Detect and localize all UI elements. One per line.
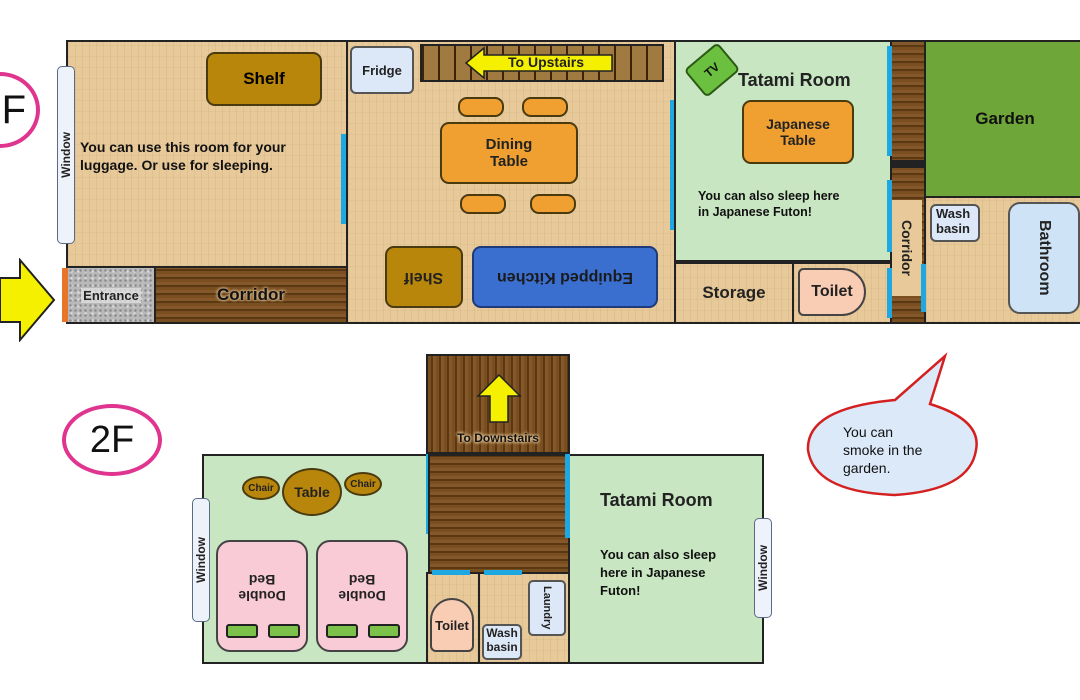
speech-bubble-text: You can smoke in the garden. (843, 424, 923, 476)
toilet-1f: Toilet (798, 268, 866, 316)
double-bed-label: Double Bed (238, 572, 286, 604)
double-bed: Double Bed (216, 540, 308, 652)
table-2f: Table (282, 468, 342, 516)
stairs-up-label: To Upstairs (508, 54, 584, 70)
corridor-side-label-wrap: Corridor (892, 200, 922, 296)
storage-room: Storage (674, 262, 794, 324)
entrance: Entrance (66, 266, 156, 324)
stairs-down-label: To Downstairs (457, 431, 539, 445)
stairs-down-arrow-icon (476, 374, 522, 423)
door-tatami-corridor-lower (887, 180, 892, 252)
door-washroom-2f (484, 570, 522, 575)
tatami-room-2f-note: You can also sleep here in Japanese Futo… (600, 547, 717, 598)
luggage-room-note: You can use this room for your luggage. … (80, 139, 286, 173)
wash-basin-1f: Wash basin (930, 204, 980, 242)
window-2f-right: Window (754, 518, 772, 618)
tatami-room-1f-title: Tatami Room (738, 70, 851, 90)
japanese-table: Japanese Table (742, 100, 854, 164)
shelf-luggage-room: Shelf (206, 52, 322, 106)
entrance-arrow-icon (0, 258, 56, 342)
chair-2f: Chair (344, 472, 382, 496)
window-2f-left: Window (192, 498, 210, 622)
floor2-badge: 2F (62, 404, 162, 476)
door-kitchen-tatami (670, 100, 675, 230)
tatami-room-1f-note: You can also sleep here in Japanese Futo… (698, 189, 840, 219)
entrance-door (62, 268, 68, 322)
shelf-kitchen: Shelf (385, 246, 463, 308)
equipped-kitchen: Equipped Kitchen (472, 246, 658, 308)
tatami-room-2f-title: Tatami Room (600, 490, 713, 510)
floor2-label: 2F (89, 418, 135, 461)
garden: Garden (924, 40, 1080, 198)
door-luggage-room (341, 134, 346, 224)
dining-chair (530, 194, 576, 214)
pillow (368, 624, 400, 638)
chair-2f: Chair (242, 476, 280, 500)
window-label: Window (59, 132, 73, 178)
window-1f: Window (57, 66, 75, 244)
door-bathroom-area (921, 264, 926, 312)
stairs-up-arrow-icon (464, 46, 613, 80)
wash-basin-2f: Wash basin (482, 624, 522, 660)
double-bed: Double Bed (316, 540, 408, 652)
floor1-label: F (1, 87, 26, 132)
corridor-side-separator (890, 160, 926, 168)
double-bed-label: Double Bed (338, 572, 386, 604)
tatami-room-2f (568, 454, 764, 664)
speech-bubble (806, 352, 978, 497)
corridor-1f: Corridor (154, 266, 348, 324)
hallway-2f (428, 454, 570, 574)
dining-chair (522, 97, 568, 117)
pillow (326, 624, 358, 638)
pillow (268, 624, 300, 638)
door-tatami-2f (565, 454, 570, 538)
door-toilet-corridor (887, 268, 892, 318)
dining-chair (460, 194, 506, 214)
dining-chair (458, 97, 504, 117)
floor1-badge: F (0, 72, 40, 148)
bathroom: Bathroom (1008, 202, 1080, 314)
toilet-2f: Toilet (430, 598, 474, 652)
laundry: Laundry (528, 580, 566, 636)
dining-table: Dining Table (440, 122, 578, 184)
fridge: Fridge (350, 46, 414, 94)
door-toilet-2f (432, 570, 470, 575)
door-tatami-corridor (887, 46, 892, 156)
pillow (226, 624, 258, 638)
